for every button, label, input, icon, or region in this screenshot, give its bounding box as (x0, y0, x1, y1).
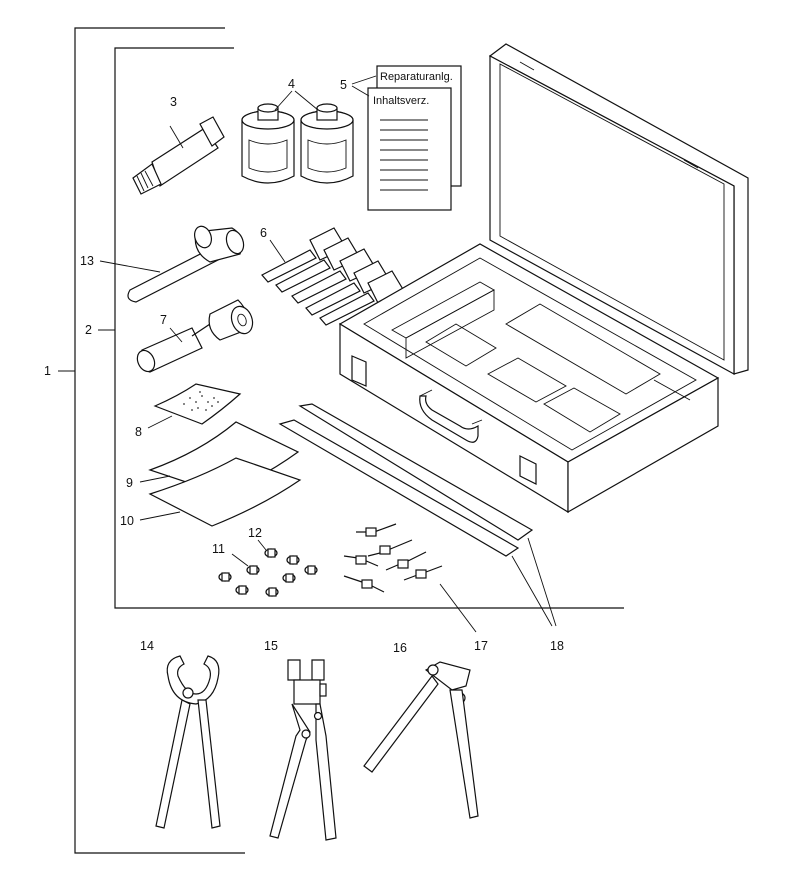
callout-9: 9 (126, 476, 133, 490)
callout-1: 1 (44, 364, 51, 378)
pressure-roller (136, 299, 254, 373)
callout-4-leader (274, 90, 319, 111)
callout-12: 12 (248, 526, 262, 540)
callout-10: 10 (120, 514, 134, 528)
outer-bracket (58, 27, 245, 854)
inner-bracket (98, 47, 624, 609)
callout-5-leader (351, 75, 377, 97)
solvent-jar-left (241, 103, 295, 184)
callout-9-leader (139, 475, 171, 483)
repair-studs (218, 548, 318, 597)
eyelet-pliers (363, 661, 479, 819)
end-cutting-pliers (155, 655, 221, 829)
tool-case (338, 43, 749, 514)
callout-7: 7 (160, 313, 167, 327)
callout-17: 17 (474, 639, 488, 653)
callout-numbers: 1 2 3 4 5 6 7 8 9 10 11 12 13 14 15 16 1… (44, 77, 564, 655)
patch-sheet-lower (148, 457, 302, 527)
callout-3: 3 (170, 95, 177, 109)
callout-13-leader (99, 260, 161, 273)
repair-instructions-label: Reparaturanlg. (380, 71, 453, 83)
callout-15: 15 (264, 639, 278, 653)
hole-punch-pliers (269, 659, 337, 841)
callout-8-leader (147, 415, 173, 429)
callout-14: 14 (140, 639, 154, 653)
contents-list-label: Inhaltsverz. (373, 95, 429, 107)
callout-5: 5 (340, 78, 347, 92)
rubber-mallet (127, 225, 245, 303)
callout-16: 16 (393, 641, 407, 655)
adhesive-tube (132, 116, 225, 195)
brush-set (261, 227, 405, 326)
callout-13: 13 (80, 254, 94, 268)
callout-7-leader (169, 327, 183, 343)
repair-pins (343, 523, 443, 593)
callout-17-leader (439, 583, 477, 633)
cushion-strips (278, 403, 534, 557)
buffing-sheet (153, 383, 242, 425)
callout-18-leader (511, 537, 557, 627)
callout-10-leader (139, 511, 181, 521)
callout-4: 4 (288, 77, 295, 91)
callout-11-leader (231, 553, 249, 567)
callout-2: 2 (85, 323, 92, 337)
callout-11: 11 (212, 542, 225, 556)
callout-12-leader (257, 539, 267, 551)
callout-8: 8 (135, 425, 142, 439)
callout-6-leader (269, 239, 286, 263)
solvent-jar-right (300, 103, 354, 184)
contents-list-sheet: Inhaltsverz. (367, 87, 452, 211)
callout-18: 18 (550, 639, 564, 653)
callout-6: 6 (260, 226, 267, 240)
